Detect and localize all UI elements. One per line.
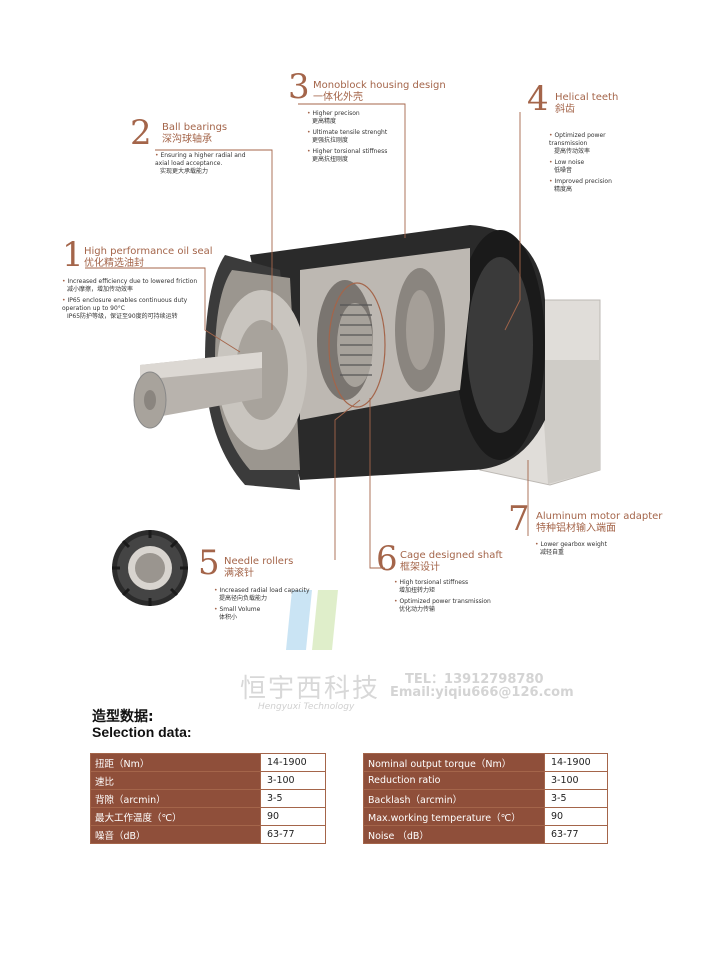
gearbox-illustration (85, 103, 601, 650)
table-row: Max.working temperature（℃）90 (363, 807, 608, 826)
watermark-company-en: Hengyuxi Technology (258, 702, 355, 712)
feature-2-notes: Ensuring a higher radial and axial load … (155, 152, 260, 179)
feature-5-number: 5 (198, 543, 220, 583)
feature-3-number: 3 (288, 67, 310, 107)
feature-6-number: 6 (376, 539, 398, 579)
selection-table-en: Nominal output torque（Nm）14-1900 Reducti… (363, 753, 608, 844)
watermark-tel: TEL：13912798780 (405, 672, 544, 687)
watermark-company: 恒宇西科技 (240, 674, 381, 704)
table-row: 扭距（Nm）14-1900 (90, 753, 326, 772)
table-row: 最大工作温度（℃）90 (90, 807, 326, 826)
watermark-email: Email:yiqiu666@126.com (390, 685, 574, 700)
feature-1-title: High performance oil seal 优化精选油封 (84, 246, 213, 269)
feature-3-title: Monoblock housing design 一体化外壳 (313, 80, 446, 103)
table-row: 背隙（arcmin）3-5 (90, 789, 326, 808)
selection-heading-en: Selection data: (92, 724, 192, 740)
table-row: 噪音（dB）63-77 (90, 825, 326, 844)
feature-5-title: Needle rollers 满滚针 (224, 556, 294, 579)
feature-4-title: Helical teeth 斜齿 (555, 92, 619, 115)
feature-7-title: Aluminum motor adapter 特种铝材输入端面 (536, 511, 663, 534)
feature-1-number: 1 (62, 235, 84, 275)
table-row: Noise （dB）63-77 (363, 825, 608, 844)
feature-1-notes: Increased efficiency due to lowered fric… (62, 278, 212, 324)
selection-heading-zh: 造型数据: (92, 709, 154, 725)
feature-2-title: Ball bearings 深沟球轴承 (162, 122, 228, 145)
feature-6-title: Cage designed shaft 框架设计 (400, 550, 503, 573)
feature-7-number: 7 (508, 499, 530, 539)
feature-4-number: 4 (527, 79, 549, 119)
table-row: Nominal output torque（Nm）14-1900 (363, 753, 608, 772)
feature-2-number: 2 (130, 113, 152, 153)
table-row: Backlash（arcmin）3-5 (363, 789, 608, 808)
